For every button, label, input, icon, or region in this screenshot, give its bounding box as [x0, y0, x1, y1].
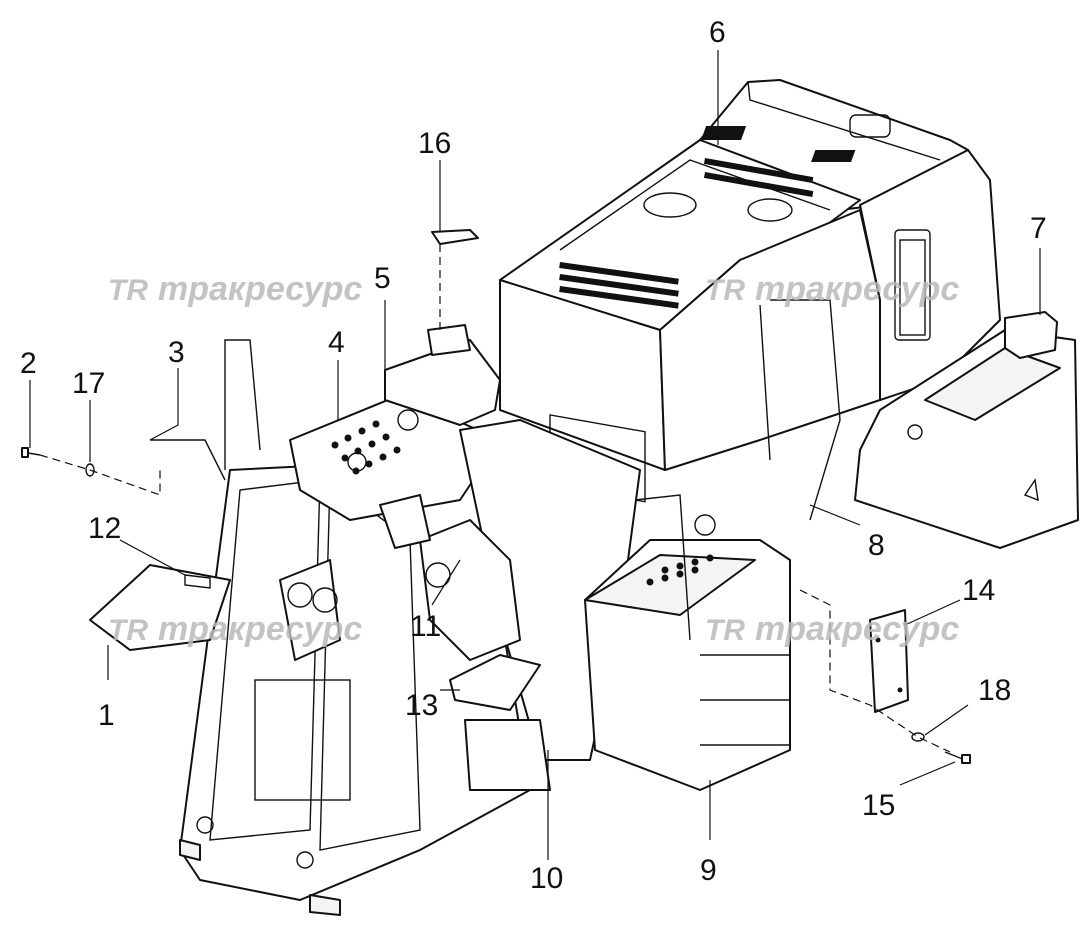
watermark-1: TR тракресурс: [108, 270, 362, 308]
svg-text:тракресурс: тракресурс: [158, 270, 362, 308]
callout-16: 16: [418, 127, 451, 160]
svg-text:TR: TR: [705, 274, 745, 307]
callout-15: 15: [862, 789, 895, 822]
callout-5: 5: [374, 262, 391, 295]
callout-2: 2: [20, 347, 37, 380]
watermark-2: TR тракресурс: [705, 270, 959, 308]
svg-text:TR: TR: [108, 274, 148, 307]
callout-7: 7: [1030, 212, 1047, 245]
platform-holes: [331, 420, 401, 475]
callout-6: 6: [709, 16, 726, 49]
callout-8: 8: [868, 529, 885, 562]
leader-lines: [29, 50, 1041, 860]
right-tank: [584, 494, 791, 791]
part-17-washer: [85, 463, 95, 477]
part-18-washer: [911, 732, 925, 742]
right-step-box: [854, 311, 1079, 549]
callout-1: 1: [98, 699, 115, 732]
callout-14: 14: [962, 574, 995, 607]
callout-4: 4: [328, 326, 345, 359]
svg-text:тракресурс: тракресурс: [755, 270, 959, 308]
cab-hood-assembly: [499, 79, 1001, 521]
svg-text:тракресурс: тракресурс: [755, 610, 959, 648]
callout-10: 10: [530, 862, 563, 895]
tank-holes: [646, 554, 714, 586]
center-platform: [289, 339, 501, 521]
part-16-pad: [431, 229, 479, 245]
callout-18: 18: [978, 674, 1011, 707]
watermark-4: TR тракресурс: [705, 610, 959, 648]
callout-3: 3: [168, 336, 185, 369]
callout-13: 13: [405, 689, 438, 722]
rear-vent-grille: [701, 114, 891, 162]
callout-17: 17: [72, 367, 105, 400]
part-10-panel: [464, 719, 551, 791]
svg-text:TR: TR: [705, 614, 745, 647]
part-13-step: [449, 654, 541, 711]
front-vent-grille: [559, 158, 814, 309]
callout-11: 11: [410, 610, 441, 643]
watermark-3: TR тракресурс: [108, 610, 362, 648]
part-14-cover: [869, 609, 909, 713]
callout-12: 12: [88, 512, 121, 545]
svg-text:тракресурс: тракресурс: [158, 610, 362, 648]
svg-text:TR: TR: [108, 614, 148, 647]
callout-9: 9: [700, 854, 717, 887]
side-grille: [899, 239, 926, 336]
